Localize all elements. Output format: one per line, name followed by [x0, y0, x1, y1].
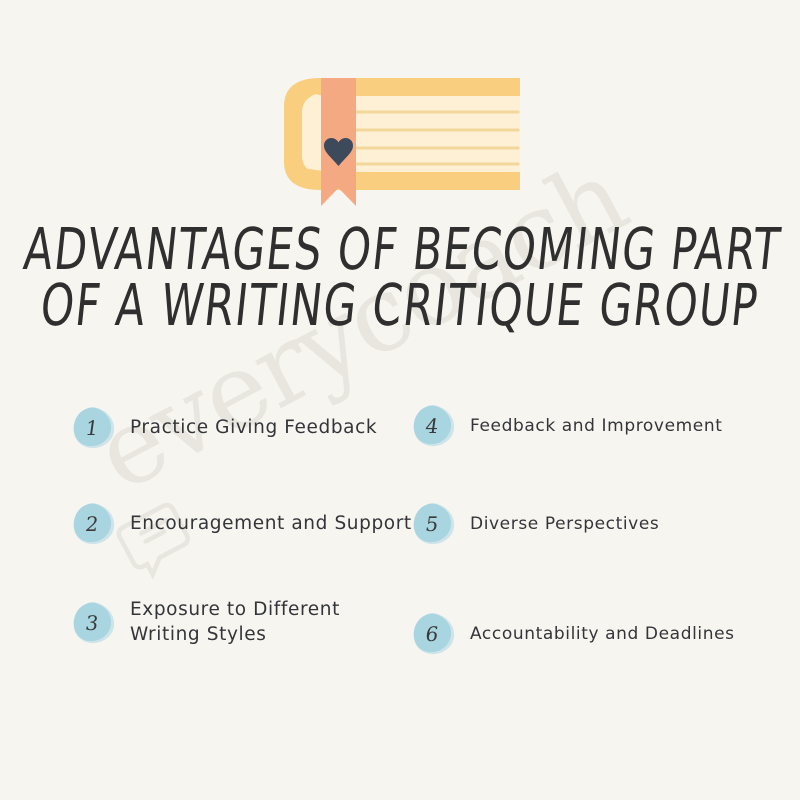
blob-shape-icon [413, 503, 455, 545]
badge-number: 5 [423, 512, 441, 536]
list-item-label-line1: Accountability and Deadlines [470, 623, 735, 644]
badge-number: 4 [423, 414, 441, 438]
number-badge: 2 [72, 502, 116, 546]
list-item[interactable]: 6 Accountability and Deadlines [412, 612, 762, 656]
list-item-label: Accountability and Deadlines [470, 623, 735, 646]
badge-number: 2 [83, 512, 101, 536]
title-line-2: OF A WRITING CRITIQUE GROUP [37, 271, 763, 340]
list-item-label: Diverse Perspectives [470, 513, 659, 536]
bookmark-ribbon-icon [321, 78, 356, 206]
number-badge: 1 [72, 406, 116, 450]
number-badge: 4 [412, 404, 456, 448]
list-item-label-line1: Encouragement and Support [130, 512, 412, 534]
number-badge: 5 [412, 502, 456, 546]
heart-icon [324, 138, 353, 166]
blob-shape-icon [73, 503, 115, 545]
list-item[interactable]: 4 Feedback and Improvement [412, 404, 762, 448]
list-item[interactable]: 1 Practice Giving Feedback [72, 406, 422, 450]
number-badge: 3 [72, 601, 116, 645]
list-item-label-line1: Feedback and Improvement [470, 415, 723, 436]
book-illustration [0, 62, 800, 212]
badge-number: 3 [83, 610, 101, 635]
blob-shape-icon [413, 405, 455, 447]
blob-shape-icon [73, 407, 115, 449]
list-item-label: Feedback and Improvement [470, 415, 723, 438]
book-icon [284, 78, 520, 206]
list-item-label-line1: Exposure to Different [130, 599, 340, 620]
badge-number: 6 [423, 622, 441, 646]
list-item-label: Exposure to Different Writing Styles [130, 598, 340, 648]
advantages-list: 1 Practice Giving Feedback 2 Encourageme… [0, 396, 800, 676]
blob-shape-icon [73, 602, 115, 644]
list-item-label-line1: Diverse Perspectives [470, 513, 660, 534]
list-item[interactable]: 3 Exposure to Different Writing Styles [72, 598, 422, 648]
list-item-label: Encouragement and Support [130, 512, 412, 537]
number-badge: 6 [412, 612, 456, 656]
list-item-label: Practice Giving Feedback [130, 416, 377, 441]
blob-shape-icon [413, 613, 455, 655]
list-item-label-line2: Writing Styles [130, 623, 267, 645]
list-item[interactable]: 2 Encouragement and Support [72, 502, 422, 546]
list-item[interactable]: 5 Diverse Perspectives [412, 502, 762, 546]
page-title: ADVANTAGES OF BECOMING PART OF A WRITING… [0, 215, 800, 340]
badge-number: 1 [83, 416, 101, 440]
list-item-label-line1: Practice Giving Feedback [130, 416, 378, 438]
